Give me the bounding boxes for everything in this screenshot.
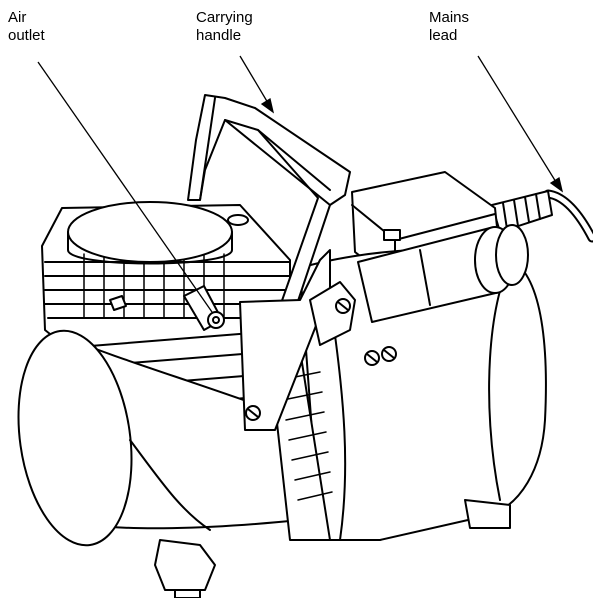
arrowhead-carrying-handle [260,97,275,114]
label-carrying-handle: Carrying handle [196,9,253,45]
label-carrying-handle-line2: handle [196,27,242,44]
leader-carrying-handle [239,55,269,104]
label-mains-lead-line2: lead [429,27,458,44]
leader-air-outlet [37,61,213,313]
label-carrying-handle-line1: Carrying [196,9,253,26]
label-mains-lead-line1: Mains [429,9,470,26]
carrying-handle [187,94,356,431]
cylinder-cover [67,201,249,265]
feet [154,499,511,598]
label-air-outlet-line1: Air [8,9,27,26]
front-end-cap [17,329,211,547]
label-mains-lead: Mains lead [429,9,469,45]
air-outlet-fitting [109,285,225,331]
mains-lead-cable [491,189,593,243]
capacitor-cylinder [357,224,529,323]
arrowhead-mains-lead [549,176,564,193]
label-air-outlet-line2: outlet [8,27,45,44]
leader-mains-lead [477,55,557,183]
label-air-outlet: Air outlet [8,9,45,45]
